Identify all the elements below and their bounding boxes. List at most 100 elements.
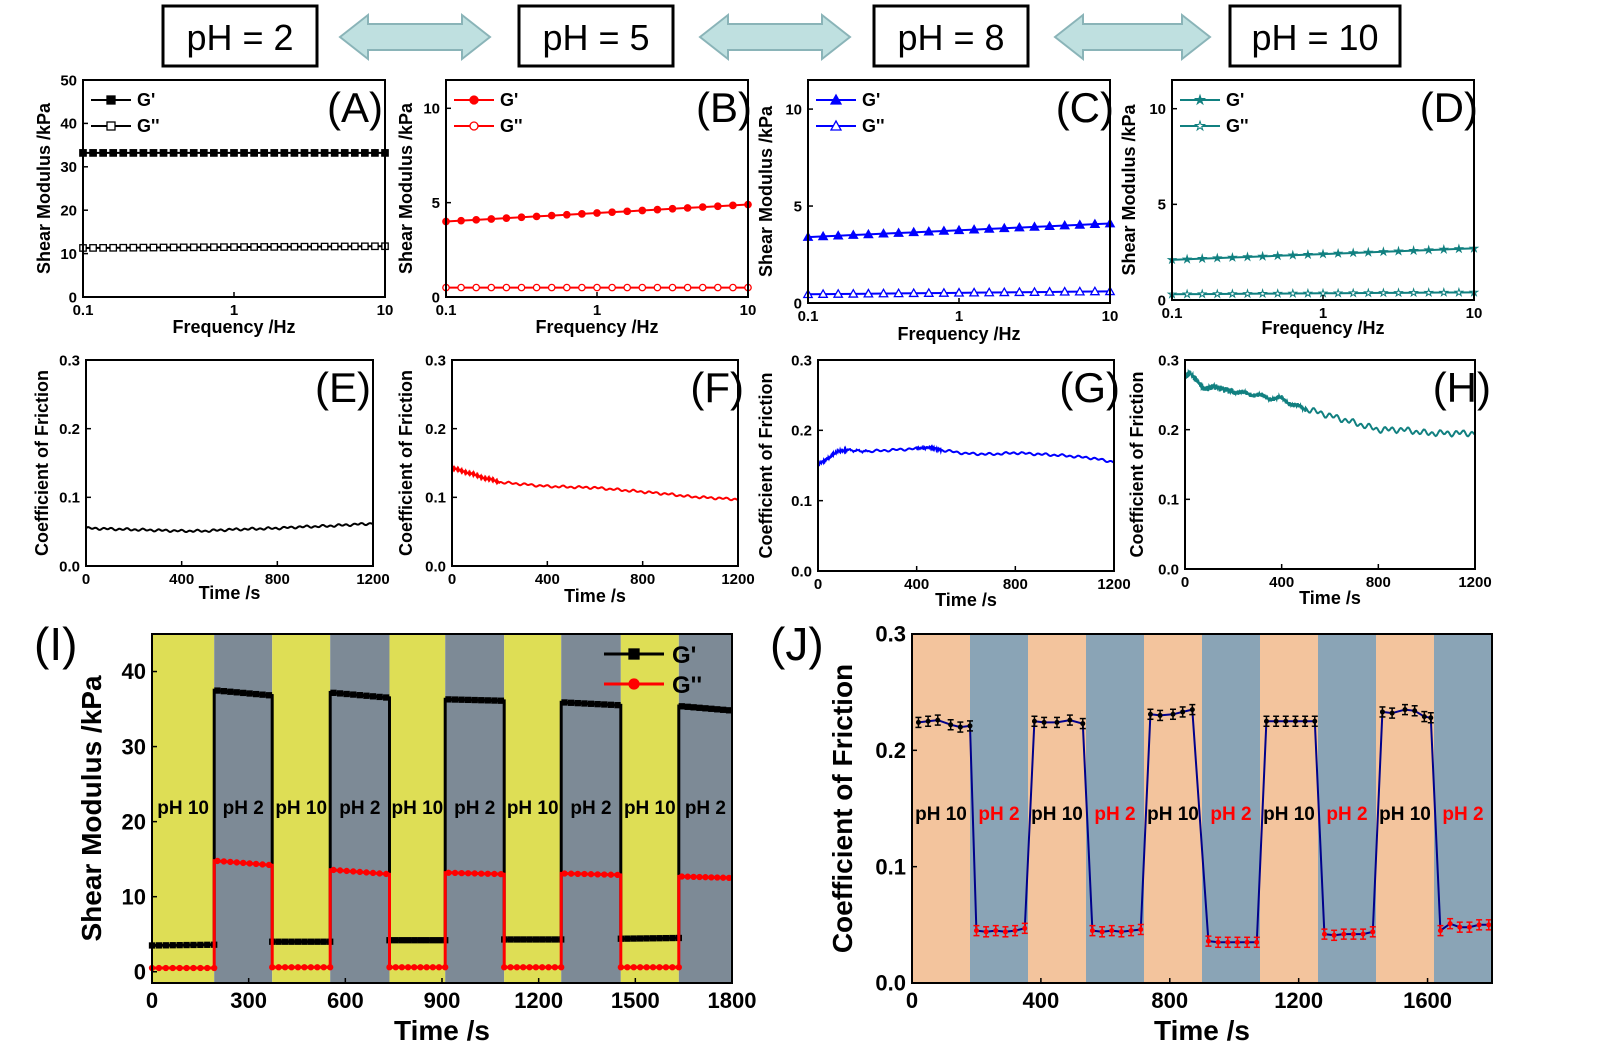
point — [1193, 119, 1207, 132]
panel-label: (A) — [327, 84, 383, 131]
point — [643, 964, 650, 971]
point — [204, 964, 211, 972]
point — [376, 870, 383, 877]
panel-label: (F) — [690, 364, 744, 411]
x-tick-label: 1600 — [1403, 988, 1452, 1013]
legend-label: G'' — [1226, 116, 1249, 136]
axes-frame — [451, 359, 739, 567]
x-axis-label: Time /s — [1154, 1015, 1250, 1046]
point — [1438, 243, 1450, 254]
point — [983, 223, 995, 233]
double-arrow-icon — [338, 12, 492, 62]
point — [350, 242, 359, 251]
ph-box-label: pH = 8 — [897, 17, 1004, 58]
point — [1089, 928, 1095, 934]
point — [551, 964, 559, 971]
point — [497, 870, 505, 878]
point — [491, 870, 498, 878]
point — [1234, 939, 1240, 945]
y-tick-label: 0.0 — [425, 558, 446, 575]
point — [614, 701, 621, 709]
y-tick-label: 0.0 — [59, 558, 80, 575]
point — [1363, 287, 1374, 298]
y-tick-label: 0.1 — [59, 490, 80, 507]
point — [227, 688, 234, 695]
point — [250, 149, 258, 157]
point — [561, 870, 568, 877]
point — [587, 871, 595, 878]
point — [893, 227, 904, 237]
point — [678, 703, 685, 710]
point — [513, 936, 521, 943]
point — [923, 226, 935, 236]
point — [106, 95, 116, 105]
band-label: pH 10 — [275, 798, 327, 819]
point — [587, 700, 595, 707]
y-axis-label: Coefficient of Friction — [756, 373, 776, 559]
point — [176, 964, 183, 972]
point — [847, 288, 859, 298]
point — [558, 964, 565, 971]
series-line — [1184, 368, 1476, 438]
x-axis-label: Time /s — [1299, 588, 1361, 608]
y-tick-label: 30 — [60, 159, 77, 176]
x-tick-label: 800 — [630, 571, 655, 588]
x-tick-label: 400 — [1269, 574, 1294, 591]
x-tick-label: 0.1 — [436, 302, 457, 319]
point — [1257, 288, 1268, 299]
point — [594, 700, 601, 708]
point — [129, 243, 138, 252]
point — [350, 691, 357, 698]
point — [863, 228, 874, 239]
point — [252, 690, 260, 698]
y-tick-label: 0.3 — [59, 352, 80, 369]
point — [532, 212, 541, 221]
x-tick-label: 10 — [740, 302, 757, 319]
x-tick-label: 1 — [230, 302, 238, 319]
point — [829, 119, 843, 131]
point — [155, 942, 163, 949]
point — [458, 869, 465, 877]
point — [1273, 718, 1279, 724]
point — [1453, 286, 1465, 297]
point — [662, 934, 670, 942]
y-tick-label: 0.1 — [791, 493, 812, 510]
x-axis-label: Time /s — [394, 1015, 490, 1046]
point — [593, 283, 601, 292]
point — [608, 283, 616, 292]
point — [1196, 253, 1208, 264]
ph-box — [161, 4, 319, 68]
point — [1109, 928, 1115, 934]
point — [220, 688, 228, 695]
point — [361, 242, 369, 251]
band-label: pH 2 — [1326, 804, 1367, 825]
point — [281, 964, 289, 971]
point — [119, 149, 128, 157]
point — [169, 964, 176, 972]
point — [1180, 709, 1186, 715]
x-tick-label: 10 — [377, 302, 394, 319]
y-tick-label: 0.1 — [1158, 492, 1179, 509]
point — [197, 964, 204, 972]
x-tick-label: 600 — [327, 988, 364, 1013]
y-tick-label: 0.3 — [791, 352, 812, 369]
point — [601, 701, 608, 708]
point — [275, 964, 282, 971]
point — [1181, 288, 1193, 299]
point — [1272, 288, 1283, 299]
point — [1332, 287, 1344, 298]
point — [259, 861, 266, 868]
point — [1412, 708, 1418, 714]
point — [1074, 286, 1086, 296]
point — [708, 705, 715, 712]
point — [376, 693, 383, 701]
point — [1421, 714, 1427, 720]
x-tick-label: 1200 — [356, 571, 389, 588]
point — [719, 874, 727, 881]
band-ph2 — [970, 634, 1028, 983]
y-tick-label: 0 — [1158, 292, 1166, 309]
point — [829, 93, 843, 105]
